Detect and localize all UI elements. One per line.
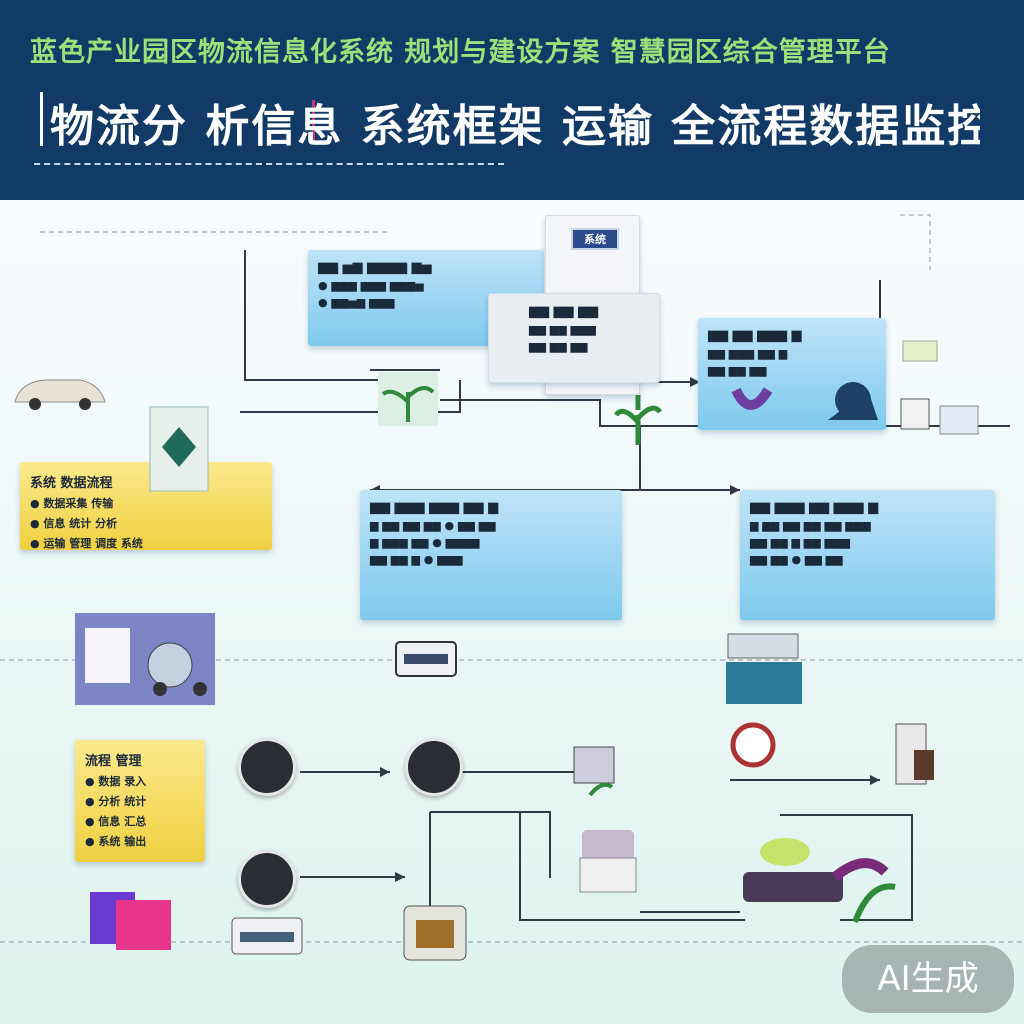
process-node-2: [405, 738, 463, 796]
info-card-placeholder: ▆▆ ▅▆ ▆▆▆▆ ▆▅: [318, 260, 432, 275]
building-icon: [149, 406, 209, 492]
yellow-card-left: 系统 数据流程 ● 数据采集 传输 ● 信息 统计 分析 ● 运输 管理 调度 …: [20, 462, 272, 550]
tag-icon: [902, 340, 938, 362]
info-card-top-right: ▆▆ ▆▆ ▆▆▆ ▆ ▆▆ ▆▆▆ ▆▆ ▆ ▆▆ ▆▆ ▆▆: [698, 318, 886, 430]
plant-icon: [378, 372, 438, 426]
header-accent-bar: [40, 92, 43, 146]
machine-icon: [75, 613, 215, 705]
connector: [240, 380, 461, 413]
connector: [430, 811, 551, 878]
server-box-icon: [231, 917, 303, 955]
truck-icon: [395, 641, 457, 677]
warehouse-icon: [726, 633, 802, 704]
tree-icon: [613, 395, 663, 445]
header-divider: [34, 163, 504, 165]
process-node-1: [238, 738, 296, 796]
server-panel: ▆▆ ▆▆ ▆▆ ▆▆ ▆▆ ▆▆▆ ▆▆ ▆▆ ▆▆: [488, 293, 660, 383]
cable-reel-icon: [730, 722, 776, 768]
header-accent-bar-pink: [312, 100, 315, 140]
connector-lines: [0, 214, 1024, 943]
server-badge: 系统: [571, 228, 619, 250]
yellow-card-bottom: 流程 管理 ● 数据 录入 ● 分析 统计 ● 信息 汇总 ● 系统 输出: [75, 740, 205, 862]
cargo-box-icon: [403, 905, 467, 961]
process-node-3: [238, 850, 296, 908]
device-icon: [900, 398, 979, 435]
header-title: 物流分 析信息 系统框架 运输 全流程数据监控服务体系: [50, 101, 980, 152]
connector: [519, 812, 745, 921]
header-subtitle: 蓝色产业园区物流信息化系统 规划与建设方案 智慧园区综合管理平台: [30, 37, 891, 68]
connector: [780, 814, 913, 921]
connector: [370, 426, 641, 491]
connector: [244, 250, 390, 381]
folders-icon: [90, 892, 171, 950]
info-card-middle-right: ▆▆ ▆▆▆ ▆▆ ▆▆▆ ▆ ▆ ▆▆ ▆▆ ▆▆ ▆▆ ▆▆▆ ▆▆ ▆▆ …: [740, 490, 995, 620]
kiosk-icon: [895, 723, 934, 785]
vehicle-cluster-icon: [743, 838, 896, 924]
header-banner: 蓝色产业园区物流信息化系统 规划与建设方案 智慧园区综合管理平台 物流分 析信息…: [0, 0, 1024, 200]
info-card-middle-left: ▆▆ ▆▆▆ ▆▆▆ ▆▆ ▆ ▆ ▆▆ ▆▆ ▆▆ ● ▆▆ ▆▆ ▆ ▆▆▆…: [360, 490, 622, 620]
printer-icon: [579, 830, 637, 893]
ai-generated-watermark: AI生成: [842, 945, 1014, 1013]
diagram-canvas: ▆▆ ▅▆ ▆▆▆▆ ▆▅ ● ▆▆▆ ▆▆▆ ▆▆▆▅ ● ▆▆▅▆ ▆▆▆ …: [0, 200, 1024, 1024]
car-icon: [14, 379, 106, 410]
terminal-icon: [573, 746, 615, 797]
wave-graphic-icon: [731, 382, 878, 420]
